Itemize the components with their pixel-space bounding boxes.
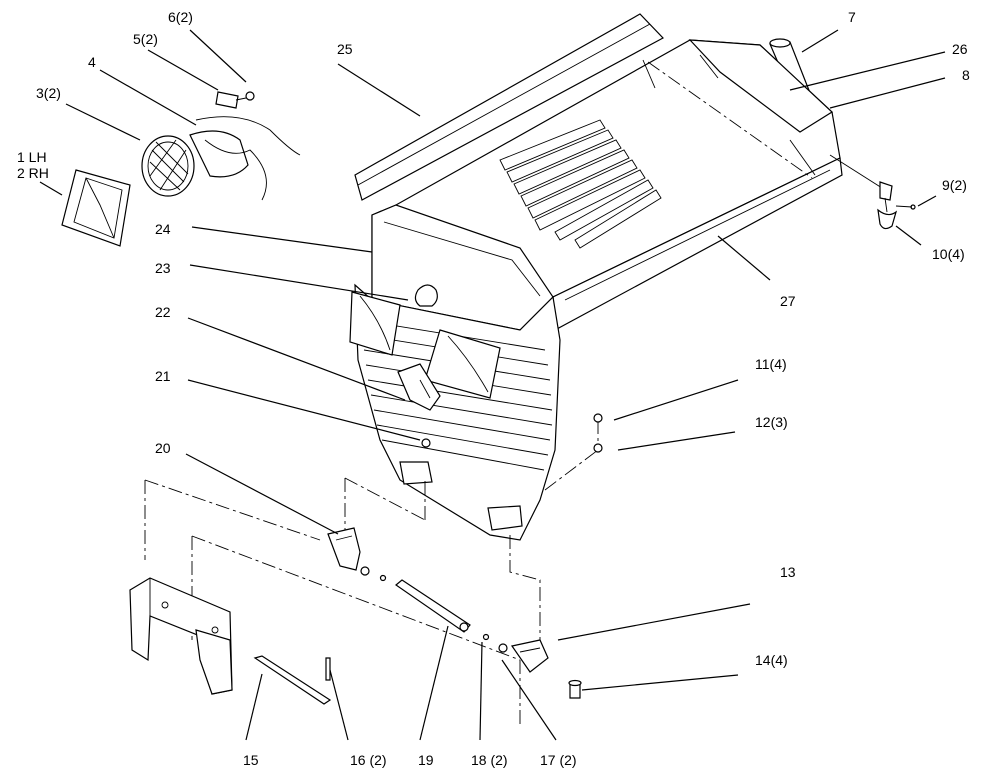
label-15: 15 (243, 752, 259, 768)
label-6: 6(2) (168, 9, 193, 25)
headlight-assembly (61, 91, 301, 247)
label-13: 13 (780, 564, 796, 580)
label-19: 19 (418, 752, 434, 768)
label-16: 16 (2) (350, 752, 387, 768)
label-4: 4 (88, 54, 96, 70)
label-7: 7 (848, 9, 856, 25)
leader-lines (39, 29, 946, 741)
label-11: 11(4) (755, 356, 787, 372)
label-20: 20 (155, 440, 171, 456)
label-18: 18 (2) (471, 752, 508, 768)
label-3: 3(2) (36, 85, 61, 101)
label-5: 5(2) (133, 31, 158, 47)
label-23: 23 (155, 260, 171, 276)
label-21: 21 (155, 368, 171, 384)
label-10: 10(4) (932, 246, 965, 262)
hood-assembly (349, 39, 843, 541)
label-24: 24 (155, 221, 171, 237)
label-9: 9(2) (942, 177, 967, 193)
label-25: 25 (337, 41, 353, 57)
label-14: 14(4) (755, 652, 788, 668)
parts-9-10-latch (829, 154, 916, 230)
label-27: 27 (780, 293, 796, 309)
label-12: 12(3) (755, 414, 788, 430)
part-25-strip (354, 13, 664, 201)
label-2-rh: 2 RH (17, 165, 49, 181)
hood-vents (499, 119, 662, 249)
label-26: 26 (952, 41, 968, 57)
part-labels: 1 LH 2 RH 3(2) 4 5(2) 6(2) 25 7 26 8 9(2… (17, 9, 970, 768)
parts-7-26-8 (688, 38, 833, 133)
lower-bracket-assembly (129, 413, 603, 725)
label-8: 8 (962, 67, 970, 83)
label-1-lh: 1 LH (17, 149, 47, 165)
label-17: 17 (2) (540, 752, 577, 768)
label-22: 22 (155, 304, 171, 320)
